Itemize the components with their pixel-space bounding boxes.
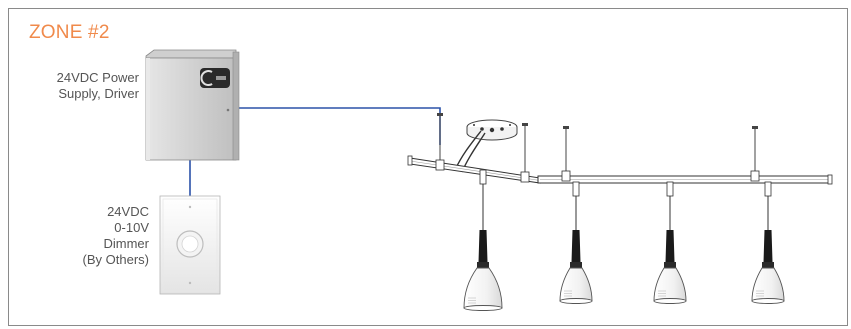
track-canopy — [437, 113, 528, 178]
pendant-light — [559, 181, 593, 304]
power-supply-label: 24VDC Power Supply, Driver — [10, 70, 139, 102]
monorail-track — [407, 155, 833, 185]
track-standoffs — [561, 126, 760, 182]
dimmer-label-line-1: 24VDC — [107, 204, 149, 219]
dimmer-switch — [159, 195, 221, 295]
pendant-fixtures — [463, 169, 785, 311]
power-supply-box — [145, 49, 240, 161]
power-supply-label-line-2: Supply, Driver — [58, 86, 139, 101]
zone-title: ZONE #2 — [29, 22, 110, 43]
power-supply-label-line-1: 24VDC Power — [56, 70, 139, 85]
dimmer-label-line-4: (By Others) — [82, 252, 149, 267]
brand-logo-icon — [200, 68, 230, 88]
pendant-light — [653, 181, 687, 304]
dimmer-label-line-3: Dimmer — [103, 236, 150, 251]
pendant-light — [751, 181, 785, 304]
diagram-frame — [8, 8, 848, 326]
dimmer-label-line-2: 0-10V — [114, 220, 149, 235]
pendant-light — [463, 169, 503, 311]
pendant-shade — [463, 267, 503, 309]
dimmer-label: 24VDC 0-10V Dimmer (By Others) — [60, 204, 149, 268]
